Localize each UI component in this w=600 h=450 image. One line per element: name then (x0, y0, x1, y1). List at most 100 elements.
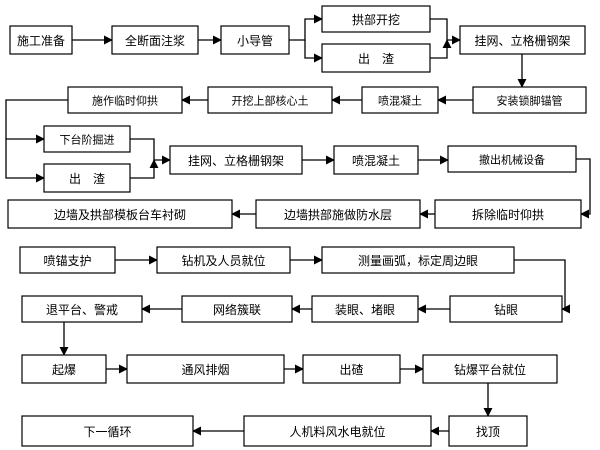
node-n4: 拱部开挖 (321, 5, 431, 33)
edge-n15-n16 (576, 158, 591, 219)
edge-n4-n6 (430, 18, 461, 45)
node-box (321, 246, 515, 274)
node-box (156, 246, 291, 274)
node-label: 喷混凝土 (378, 94, 422, 108)
node-n15: 撤出机械设备 (447, 145, 577, 173)
node-n22: 钻眼 (449, 295, 563, 323)
node-label: 开挖上部核心土 (232, 94, 309, 108)
node-box (207, 86, 333, 114)
node-label: 出碴 (339, 363, 363, 377)
node-box (67, 86, 183, 114)
node-n7: 安装锁脚锚管 (472, 86, 587, 114)
node-label: 钻爆平台就位 (454, 362, 526, 377)
node-n29: 钻爆平台就位 (422, 354, 558, 384)
node-n20: 钻机及人员就位 (156, 246, 291, 274)
node-label: 边墙及拱部模板台车衬砌 (54, 207, 186, 222)
edge-n3-n5 (304, 40, 323, 63)
node-n18: 边墙及拱部模板台车衬砌 (7, 199, 233, 229)
node-n12: 出 渣 (43, 163, 131, 193)
node-label: 网络簇联 (213, 302, 261, 317)
edge-n12-n13 (130, 159, 159, 179)
node-box (447, 145, 577, 173)
node-label: 钻机及人员就位 (181, 253, 265, 268)
node-box (21, 295, 143, 323)
node-n3: 小导管 (220, 25, 290, 55)
node-n11: 下台阶掘进 (43, 125, 131, 153)
node-label: 下一循环 (83, 425, 131, 439)
node-label: 起爆 (52, 363, 76, 377)
edge-n3-n4 (289, 14, 323, 41)
node-n19: 喷锚支护 (19, 246, 116, 274)
node-label: 喷混凝土 (352, 153, 400, 168)
node-n31: 人机料风水电就位 (243, 415, 432, 447)
node-n5: 出 渣 (321, 43, 431, 73)
node-n2: 全断面注浆 (111, 25, 199, 55)
node-box (21, 354, 107, 384)
node-label: 小导管 (237, 33, 273, 48)
edge-n10-n11 (5, 99, 68, 144)
node-n14: 喷混凝土 (333, 145, 419, 175)
node-n30: 找顶 (448, 415, 528, 447)
node-box (9, 25, 73, 55)
node-label: 安装锁脚锚管 (497, 94, 563, 108)
node-box (434, 199, 582, 229)
node-label: 钻眼 (494, 302, 518, 317)
node-label: 下台阶掘进 (60, 133, 115, 147)
node-label: 找顶 (476, 425, 500, 439)
node-box (126, 354, 285, 384)
node-box (449, 295, 563, 323)
node-n32: 下一循环 (21, 415, 194, 447)
edge-n21-n22 (514, 259, 571, 314)
node-box (311, 295, 419, 323)
node-box (321, 5, 431, 33)
node-n24: 网络簇联 (181, 295, 293, 323)
node-box (181, 295, 293, 323)
node-box (169, 145, 303, 175)
node-box (472, 86, 587, 114)
edge-n11-n13 (130, 138, 171, 165)
node-label: 拱部开挖 (352, 12, 400, 27)
node-box (302, 354, 401, 384)
node-box (21, 415, 194, 447)
node-box (19, 246, 116, 274)
node-label: 全断面注浆 (125, 33, 185, 48)
node-label: 装眼、堵眼 (335, 303, 395, 317)
node-n23: 装眼、堵眼 (311, 295, 419, 323)
node-n1: 施工准备 (9, 25, 73, 55)
node-box (422, 354, 558, 384)
node-label: 边墙拱部施做防水层 (284, 207, 392, 222)
node-n27: 通风排烟 (126, 354, 285, 384)
node-box (43, 163, 131, 193)
node-n21: 测量画弧，标定周边眼 (321, 246, 515, 274)
node-n17: 边墙拱部施做防水层 (255, 199, 421, 229)
node-box (459, 25, 586, 55)
node-label: 人机料风水电就位 (289, 424, 385, 439)
node-n26: 起爆 (21, 354, 107, 384)
node-label: 挂网、立格栅钢架 (474, 33, 570, 48)
node-box (448, 415, 528, 447)
node-label: 撤出机械设备 (479, 153, 545, 167)
node-label: 测量画弧，标定周边眼 (358, 253, 478, 268)
node-n6: 挂网、立格栅钢架 (459, 25, 586, 55)
node-n13: 挂网、立格栅钢架 (169, 145, 303, 175)
node-box (255, 199, 421, 229)
node-box (361, 86, 439, 114)
node-n28: 出碴 (302, 354, 401, 384)
node-label: 出 渣 (69, 172, 105, 186)
node-box (220, 25, 290, 55)
node-box (7, 199, 233, 229)
node-label: 挂网、立格栅钢架 (188, 153, 284, 168)
node-n8: 喷混凝土 (361, 86, 439, 114)
node-label: 出 渣 (358, 52, 394, 66)
node-label: 拆除临时仰拱 (472, 207, 544, 222)
node-label: 喷锚支护 (43, 253, 91, 268)
node-label: 施工准备 (17, 34, 65, 48)
node-n10: 施作临时仰拱 (67, 86, 183, 114)
node-n16: 拆除临时仰拱 (434, 199, 582, 229)
node-box (321, 43, 431, 73)
node-n25: 退平台、警戒 (21, 295, 143, 323)
node-label: 施作临时仰拱 (92, 94, 158, 108)
node-box (43, 125, 131, 153)
edge-n10-n12 (5, 139, 45, 183)
